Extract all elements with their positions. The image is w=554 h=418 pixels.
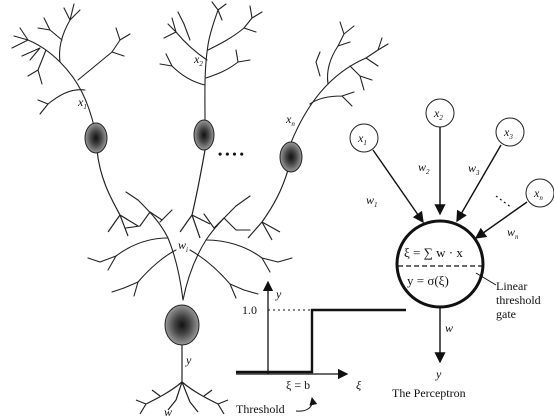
perceptron-input-node-n [526,179,554,207]
perceptron-input-node-1 [350,124,378,152]
perceptron-activation-equation: y = σ(ξ) [407,273,449,288]
neuron-bottom-label: w [164,405,172,418]
neuron-input-label-1: x1 [77,95,87,111]
perceptron-edge-ellipsis [496,196,512,208]
perceptron-sum-equation: ξ = ∑ w · x [404,245,463,260]
step-function-curve [236,310,406,372]
neuron-weight-label: wi [178,238,188,254]
perceptron-input-node-2 [426,99,454,127]
step-plot-threshold-label: Threshold [236,402,285,416]
neuron-ellipsis: • • • • [218,147,244,161]
input-neuron-1-soma [85,123,107,153]
perceptron-edge-n [476,202,527,238]
perceptron-weight-label-1: w1 [366,193,378,209]
receiving-dendrites [88,192,292,300]
dendrite-tree-1 [12,4,130,130]
perceptron-weight-label-3: w3 [468,161,480,177]
perceptron-summation-node [397,221,483,307]
perceptron-model: x1 x2 x3 xn w1 w2 w3 wn ξ = ∑ w · x y = … [350,99,554,400]
input-axons [97,150,288,240]
output-axon [136,345,228,414]
perceptron-edge-3 [457,145,501,221]
input-neuron-2-soma [194,120,214,150]
neuron-output-label: y [185,353,192,367]
perceptron-output-label: y [435,367,442,381]
input-neuron-n-soma [280,142,302,172]
neuron-input-label-2: x2 [193,52,203,68]
step-function-plot: y 1.0 ξ ξ = b Threshold [236,282,406,416]
step-plot-threshold-marker: ξ = b [286,378,310,392]
threshold-arrow-icon [296,398,312,411]
perceptron-weight-label-n: wn [507,225,519,241]
perceptron-caption: The Perceptron [392,386,466,400]
dendrite-tree-3 [290,22,388,145]
biological-neuron: x1 x2 xn • • • • wi y w [12,2,388,418]
step-plot-y-tick: 1.0 [242,303,257,317]
perceptron-weight-label-2: w2 [418,160,430,176]
perceptron-input-node-3 [496,118,524,146]
neuron-input-label-n: xn [285,112,295,128]
step-plot-y-label: y [275,287,282,301]
perceptron-output-weight: w [445,321,453,335]
perceptron-edge-1 [373,150,423,222]
perceptron-gate-label: Linear threshold gate [496,279,544,321]
output-neuron-soma [165,305,199,345]
dendrite-tree-2 [160,2,262,120]
step-plot-x-label: ξ [356,378,362,392]
